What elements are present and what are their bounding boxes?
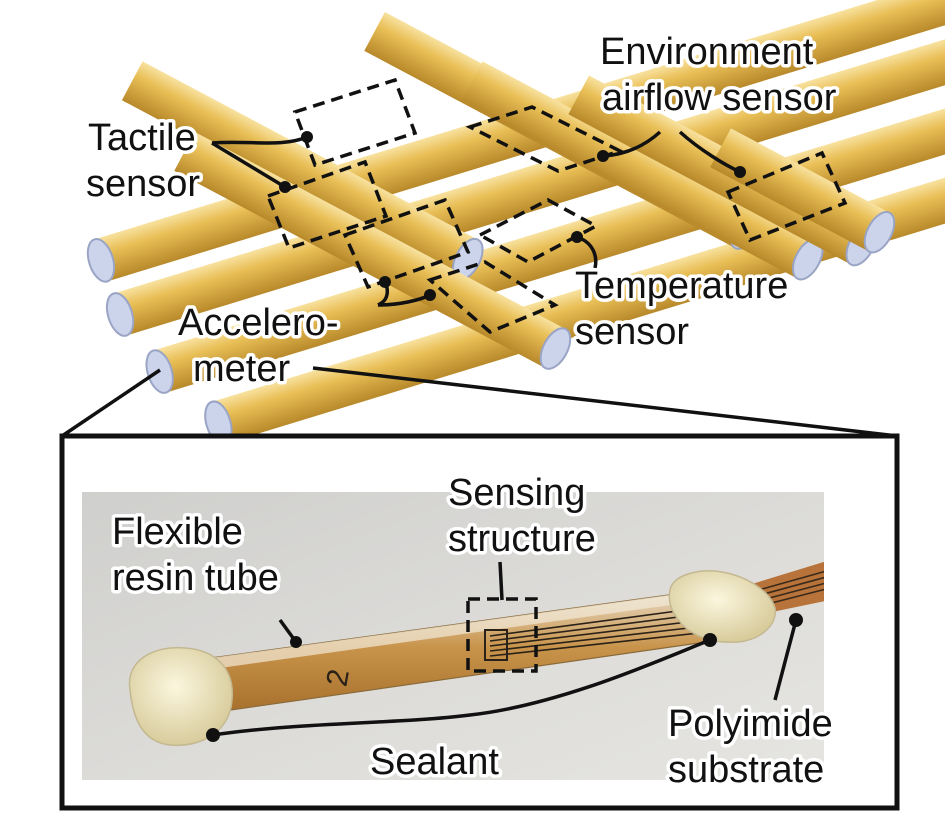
left-sealant-blob bbox=[128, 646, 233, 747]
tube-marking: 2 bbox=[321, 667, 356, 689]
right-sealant-blob bbox=[668, 570, 776, 644]
accel-dot-2 bbox=[424, 289, 436, 301]
airflow-dot-1 bbox=[597, 150, 609, 162]
env-label-1: Environment bbox=[600, 31, 814, 73]
env-airflow-box-right bbox=[725, 150, 848, 243]
sensing-label-2: structure bbox=[448, 518, 596, 560]
fiber-mesh bbox=[86, 0, 945, 446]
poly-label-2: substrate bbox=[668, 749, 824, 791]
polyimide-dot bbox=[789, 613, 803, 627]
temp-label-2: sensor bbox=[575, 311, 689, 353]
sealant-dot-right bbox=[703, 633, 717, 647]
inset-labels: Sensing structure Flexible resin tube Se… bbox=[109, 469, 837, 795]
accel-label-2: meter bbox=[193, 348, 290, 390]
tactile-box-lower bbox=[265, 159, 389, 251]
tactile-label-2: sensor bbox=[86, 163, 200, 205]
tactile-box-upper bbox=[292, 77, 418, 168]
env-airflow-box-left bbox=[465, 105, 625, 173]
temperature-dot bbox=[571, 231, 583, 243]
fiber-set-b bbox=[121, 11, 896, 370]
env-label-2: airflow sensor bbox=[602, 77, 837, 119]
tactile-dot-1 bbox=[301, 131, 313, 143]
airflow-dot-2 bbox=[734, 166, 746, 178]
flex-label-2: resin tube bbox=[112, 557, 279, 599]
accel-label-1: Accelero- bbox=[178, 302, 339, 344]
flex-label-1: Flexible bbox=[112, 511, 243, 553]
tactile-dot-2 bbox=[279, 181, 291, 193]
sealant-label: Sealant bbox=[370, 741, 499, 783]
zoom-connector bbox=[61, 366, 898, 438]
accel-dot-1 bbox=[379, 276, 391, 288]
sensing-label-1: Sensing bbox=[448, 472, 585, 514]
sensing-structure-box bbox=[466, 597, 538, 673]
sensor-outlines bbox=[265, 77, 848, 335]
sealant-dot-left bbox=[206, 728, 220, 742]
inset-leaders bbox=[206, 561, 803, 742]
tactile-label-1: Tactile bbox=[88, 117, 196, 159]
accelerometer-box-lower bbox=[426, 260, 559, 335]
accelerometer-box-upper bbox=[342, 197, 471, 290]
device-photo bbox=[82, 492, 824, 780]
poly-label-1: Polyimide bbox=[668, 703, 833, 745]
mesh-labels: Tactile sensor Environment airflow senso… bbox=[83, 28, 841, 394]
temp-label-1: Temperature bbox=[575, 265, 788, 307]
mesh-leaders bbox=[211, 130, 746, 307]
